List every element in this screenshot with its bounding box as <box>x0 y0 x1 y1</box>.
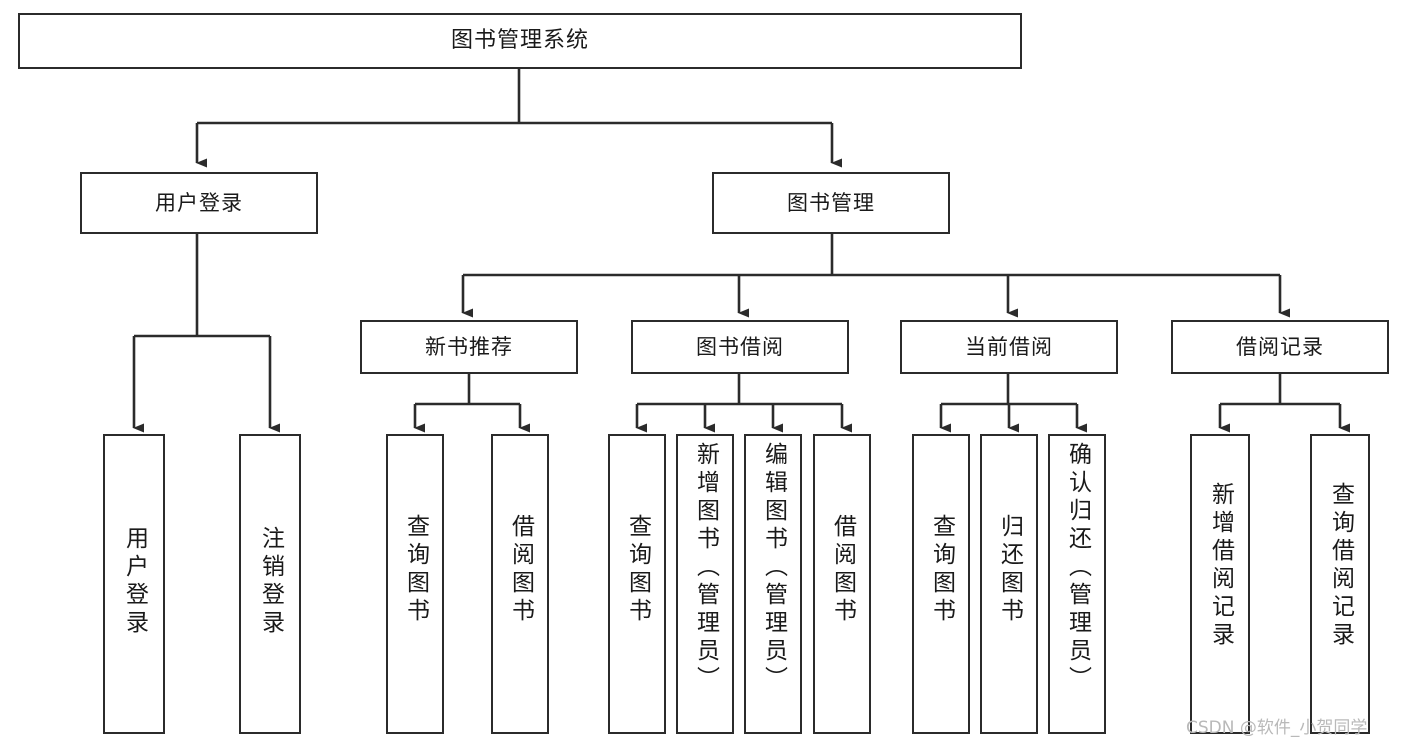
leaf-add-borrow-record[interactable]: 新增借阅记录 <box>1190 434 1250 734</box>
node-label: 借阅图书 <box>507 514 534 626</box>
node-book-management[interactable]: 图书管理 <box>712 172 950 234</box>
node-label: 用户登录 <box>121 526 148 638</box>
leaf-add-book-admin[interactable]: 新增图书（管理员） <box>676 434 734 734</box>
node-label: 注销登录 <box>257 526 284 638</box>
node-label: 确认归还（管理员） <box>1064 442 1091 694</box>
node-current-borrowing[interactable]: 当前借阅 <box>900 320 1118 374</box>
node-label: 图书借阅 <box>696 334 784 359</box>
node-label: 用户登录 <box>155 190 243 215</box>
node-new-book-recommend[interactable]: 新书推荐 <box>360 320 578 374</box>
node-label: 查询图书 <box>928 514 955 626</box>
leaf-query-books-current[interactable]: 查询图书 <box>912 434 970 734</box>
node-label: 当前借阅 <box>965 334 1053 359</box>
node-label: 查询借阅记录 <box>1327 482 1354 650</box>
node-label: 图书管理系统 <box>450 28 589 53</box>
node-root-library-system[interactable]: 图书管理系统 <box>18 13 1022 69</box>
leaf-borrow-books-newbook[interactable]: 借阅图书 <box>491 434 549 734</box>
node-label: 图书管理 <box>787 190 875 215</box>
leaf-confirm-return-admin[interactable]: 确认归还（管理员） <box>1048 434 1106 734</box>
leaf-query-borrow-record[interactable]: 查询借阅记录 <box>1310 434 1370 734</box>
node-borrowing-records[interactable]: 借阅记录 <box>1171 320 1389 374</box>
node-label: 归还图书 <box>996 514 1023 626</box>
leaf-borrow-books-borrow[interactable]: 借阅图书 <box>813 434 871 734</box>
node-label: 编辑图书（管理员） <box>760 442 787 694</box>
node-label: 新增借阅记录 <box>1207 482 1234 650</box>
leaf-edit-book-admin[interactable]: 编辑图书（管理员） <box>744 434 802 734</box>
node-label: 查询图书 <box>402 514 429 626</box>
leaf-return-books[interactable]: 归还图书 <box>980 434 1038 734</box>
leaf-query-books-newbook[interactable]: 查询图书 <box>386 434 444 734</box>
node-label: 新增图书（管理员） <box>692 442 719 694</box>
csdn-watermark: CSDN @软件_小贺同学 <box>1186 718 1368 738</box>
node-book-borrowing[interactable]: 图书借阅 <box>631 320 849 374</box>
node-label: 新书推荐 <box>425 334 513 359</box>
leaf-user-login[interactable]: 用户登录 <box>103 434 165 734</box>
leaf-query-books-borrow[interactable]: 查询图书 <box>608 434 666 734</box>
node-label: 借阅记录 <box>1236 334 1324 359</box>
node-label: 借阅图书 <box>829 514 856 626</box>
node-label: 查询图书 <box>624 514 651 626</box>
node-user-login[interactable]: 用户登录 <box>80 172 318 234</box>
leaf-logout[interactable]: 注销登录 <box>239 434 301 734</box>
